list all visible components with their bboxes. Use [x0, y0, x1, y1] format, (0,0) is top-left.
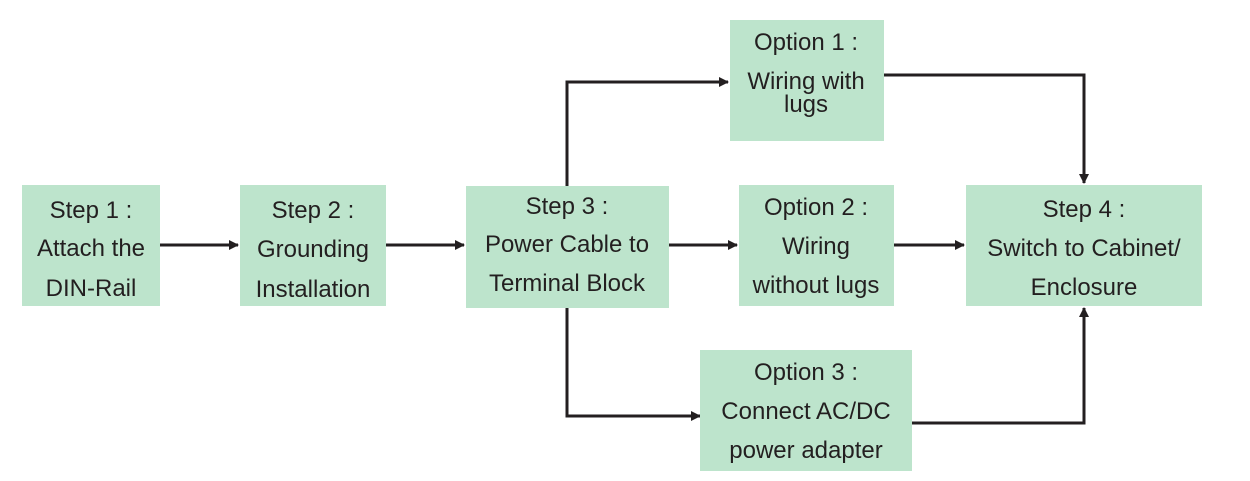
step-1-title: Step 1 :: [50, 197, 133, 224]
connectors: [160, 73, 1089, 425]
option-1-title: Option 1 :: [754, 29, 858, 56]
option-2-text-line-1: Wiring: [782, 233, 850, 260]
step-1-text-line-1: Attach the: [37, 235, 145, 262]
option-1-text-line-1: Wiring with: [747, 68, 864, 95]
step-3-text-line-1: Power Cable to: [485, 231, 649, 258]
step-2-box: Step 2 : Grounding Installation: [240, 185, 386, 306]
step-4-text-line-2: Enclosure: [1031, 274, 1138, 301]
step-3-box: Step 3 : Power Cable to Terminal Block: [466, 186, 669, 308]
option-1-text-line-2: lugs: [784, 91, 828, 118]
step-1-box: Step 1 : Attach the DIN-Rail: [22, 185, 160, 306]
step-2-title: Step 2 :: [272, 197, 355, 224]
option-2-title: Option 2 :: [764, 194, 868, 221]
step-2-text-line-1: Grounding: [257, 236, 369, 263]
option-3-box: Option 3 : Connect AC/DC power adapter: [700, 350, 912, 471]
step-4-text-line-1: Switch to Cabinet/: [987, 235, 1181, 262]
step-1-text-line-2: DIN-Rail: [46, 275, 137, 302]
arrow-option1-to-step4: [884, 73, 1089, 184]
arrow-step3-to-option3: [565, 308, 701, 421]
step-3-title: Step 3 :: [526, 193, 609, 220]
step-4-box: Step 4 : Switch to Cabinet/ Enclosure: [966, 185, 1202, 306]
option-3-text-line-2: power adapter: [729, 437, 882, 464]
option-3-text-line-1: Connect AC/DC: [721, 398, 890, 425]
arrow-option3-to-step4: [912, 307, 1089, 425]
step-2-text-line-2: Installation: [256, 276, 371, 303]
option-3-title: Option 3 :: [754, 359, 858, 386]
option-1-box: Option 1 : Wiring with lugs: [730, 20, 884, 141]
step-3-text-line-2: Terminal Block: [489, 270, 646, 297]
option-2-box: Option 2 : Wiring without lugs: [739, 185, 894, 306]
arrow-step3-to-option1: [565, 77, 729, 186]
option-2-text-line-2: without lugs: [752, 272, 880, 299]
step-4-title: Step 4 :: [1043, 196, 1126, 223]
